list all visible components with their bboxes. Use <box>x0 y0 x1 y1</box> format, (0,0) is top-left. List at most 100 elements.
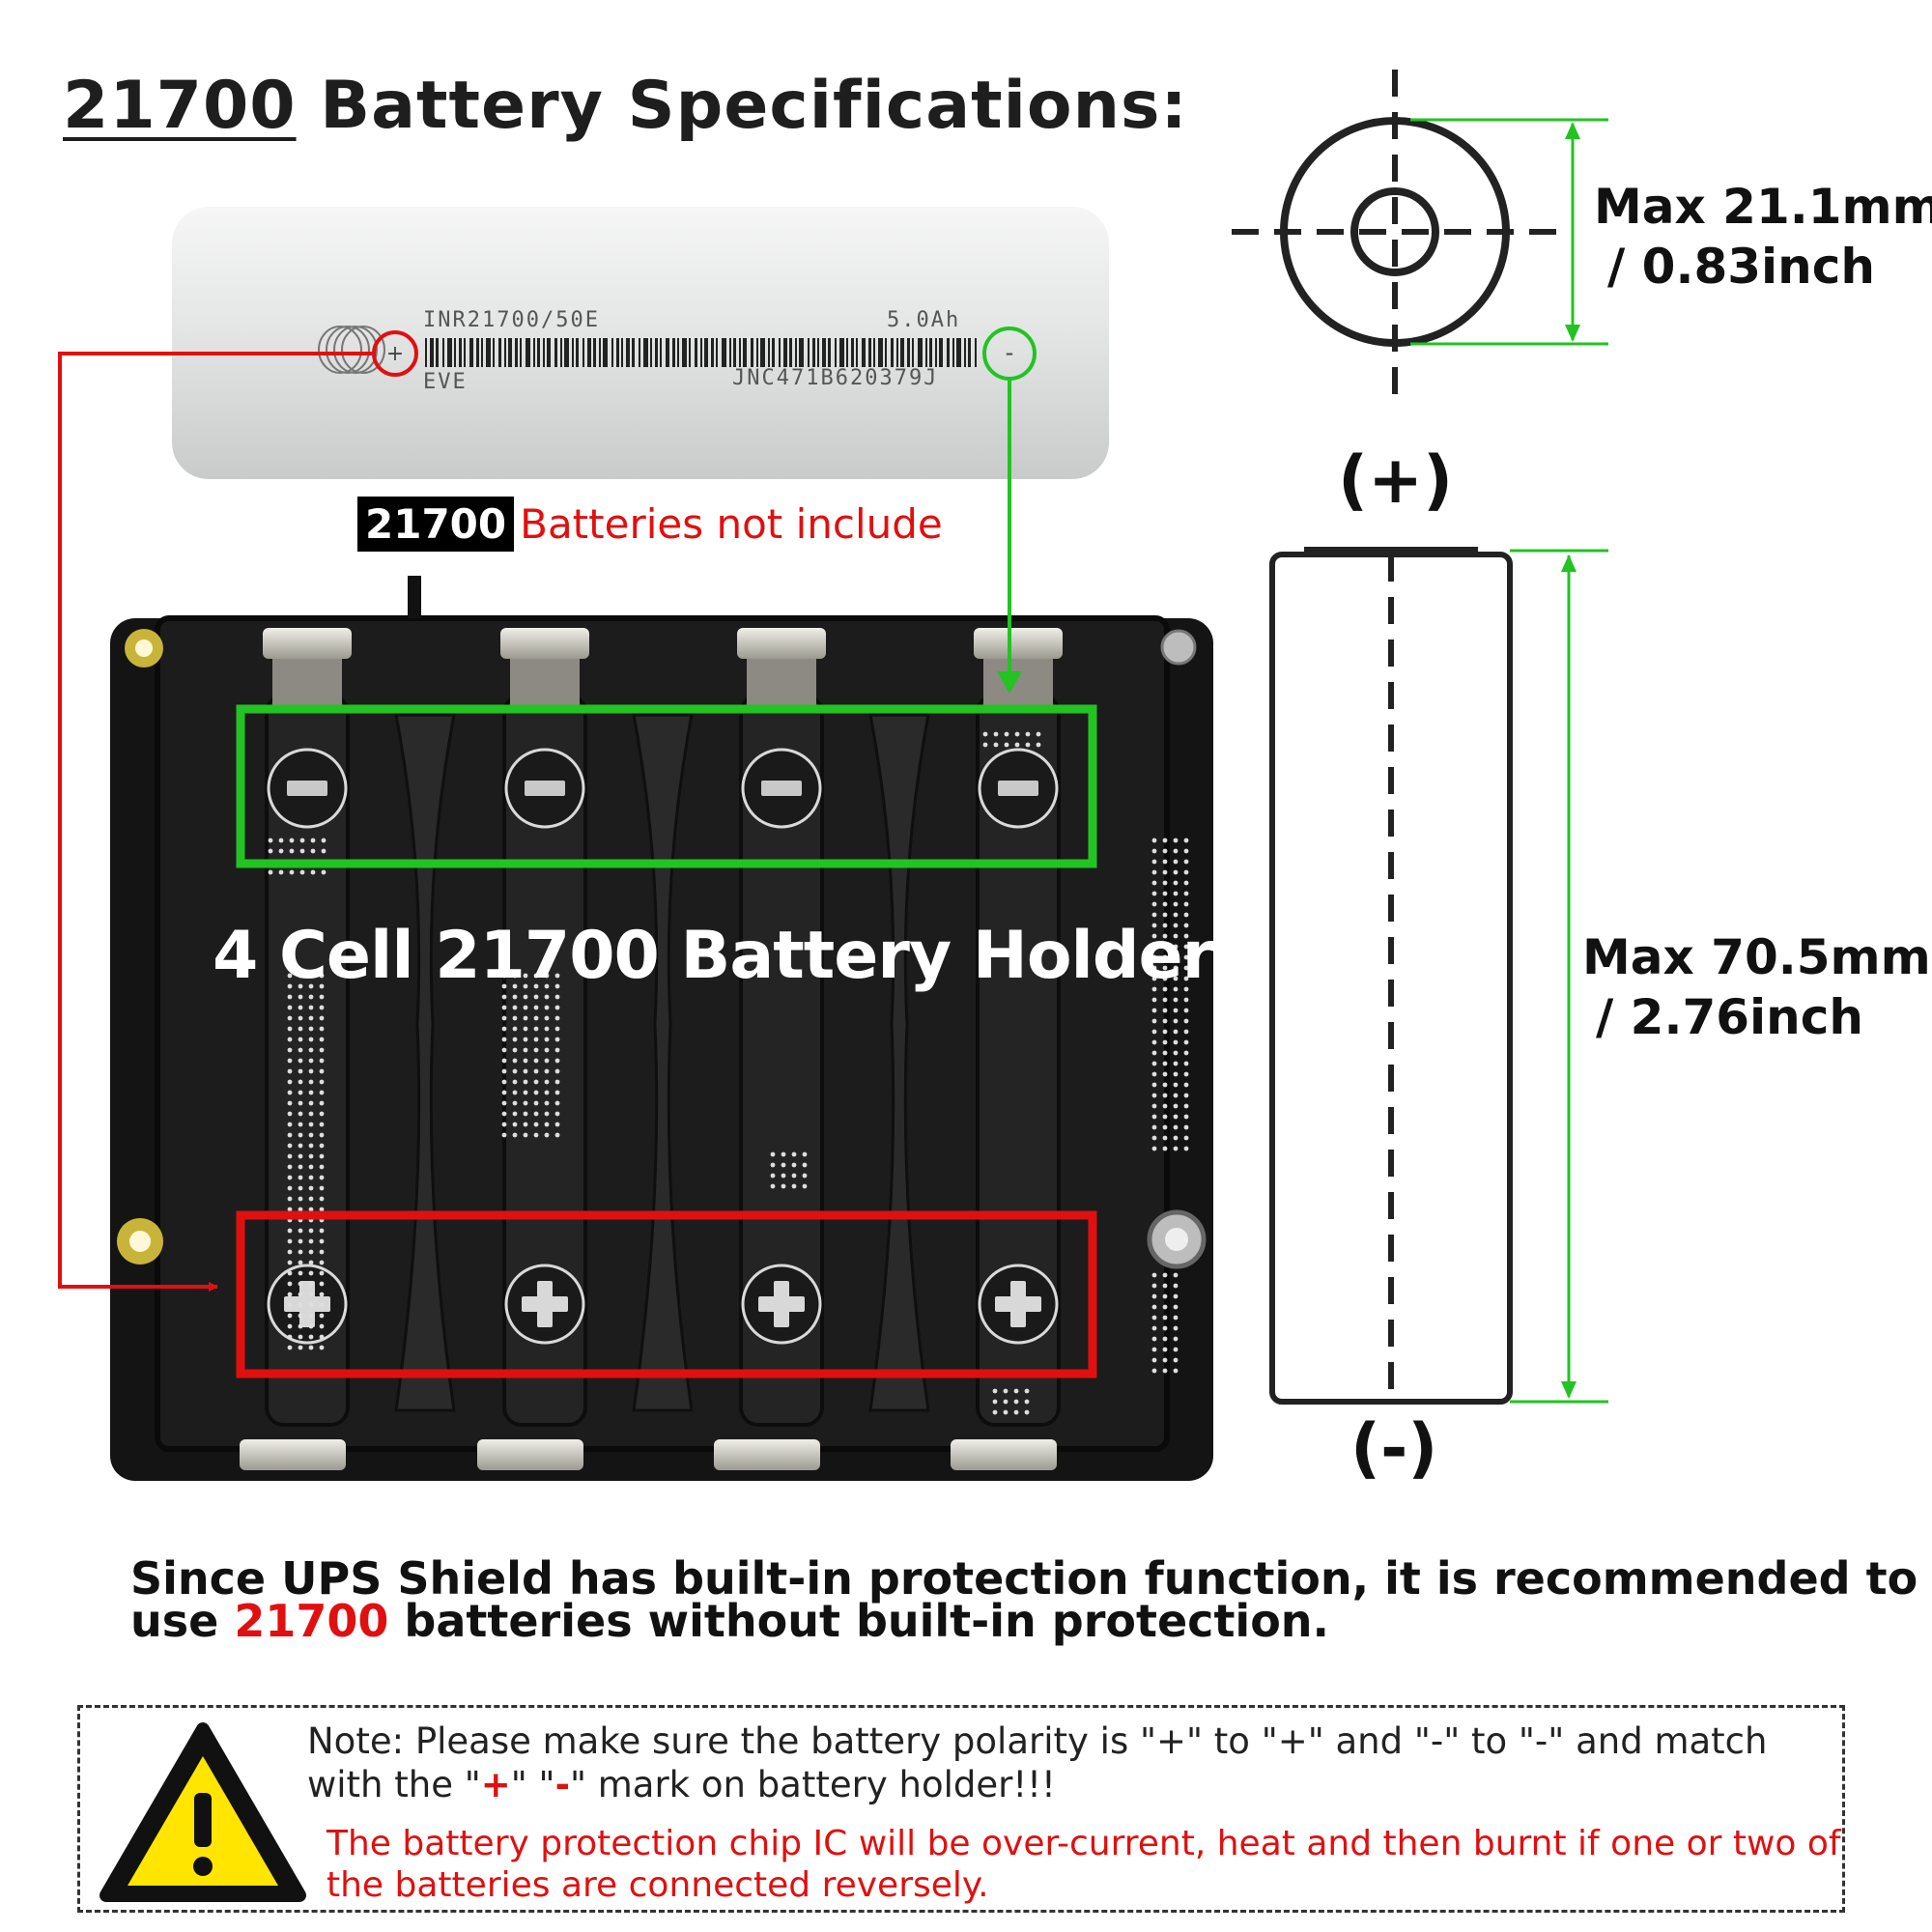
pcb-dot <box>544 973 550 979</box>
barcode-bar <box>885 338 887 367</box>
barcode-bar <box>639 338 640 367</box>
barcode-bar <box>739 338 741 367</box>
barcode-bar <box>912 338 914 367</box>
pcb-dot <box>299 869 305 875</box>
pcb-dot <box>523 983 528 989</box>
pcb-dot <box>308 1122 314 1127</box>
pcb-dot <box>512 1015 518 1021</box>
pcb-dot <box>287 1068 293 1074</box>
barcode-bar <box>839 338 844 367</box>
pcb-dot <box>1183 944 1189 950</box>
pcb-dot <box>512 1111 518 1117</box>
pcb-dot <box>501 1132 507 1138</box>
pcb-dot <box>1162 997 1168 1003</box>
bottom-contact <box>240 1439 346 1470</box>
pcb-dot <box>1151 1272 1157 1278</box>
barcode-bar <box>442 338 444 367</box>
pcb-dot <box>308 1323 314 1329</box>
barcode-bar <box>537 338 540 367</box>
polarity-plus-label: (+) <box>1338 442 1454 519</box>
pcb-dot <box>308 1058 314 1064</box>
pcb-dot <box>992 1399 998 1405</box>
barcode-bar <box>515 338 518 367</box>
pcb-dot <box>321 848 327 854</box>
pcb-dot <box>319 1313 325 1319</box>
pcb-dot <box>1162 1272 1168 1278</box>
barcode-bar <box>952 338 954 367</box>
pcb-dot <box>319 1015 325 1021</box>
pcb-dot <box>1151 848 1157 854</box>
pcb-dot <box>308 1196 314 1202</box>
pcb-dot <box>1173 1283 1179 1289</box>
pcb-dot <box>1162 848 1168 854</box>
power-switch <box>408 576 421 618</box>
pcb-dot <box>298 1345 303 1350</box>
pcb-dot <box>1151 869 1157 875</box>
pcb-dot <box>287 1079 293 1085</box>
pcb-dot <box>523 1079 528 1085</box>
cell-minus-symbol: - <box>1006 339 1014 366</box>
pcb-dot <box>1183 891 1189 896</box>
pcb-dot <box>1151 1336 1157 1342</box>
pcb-dot <box>523 1090 528 1095</box>
pcb-dot <box>319 1302 325 1308</box>
barcode-bar <box>817 338 819 367</box>
pcb-dot <box>319 1334 325 1340</box>
pcb-dot <box>533 1005 539 1010</box>
barcode-bar <box>498 338 501 367</box>
pcb-dot <box>287 1164 293 1170</box>
barcode-bar <box>722 338 726 367</box>
pcb-dot <box>1162 1146 1168 1151</box>
pcb-dot <box>1151 1008 1157 1013</box>
pcb-dot <box>1162 1050 1168 1056</box>
battery-cell: INR21700/50E 5.0Ah EVE JNC471B620379J + … <box>172 207 1109 479</box>
pcb-dot <box>501 1111 507 1117</box>
pcb-dot <box>1151 1325 1157 1331</box>
barcode-bar <box>632 338 635 367</box>
pcb-dot <box>1183 923 1189 928</box>
pcb-dot <box>1151 880 1157 886</box>
barcode-bar <box>964 338 966 367</box>
barcode-bar <box>947 338 950 367</box>
pcb-dot <box>1151 1071 1157 1077</box>
pcb-dot <box>308 1100 314 1106</box>
barcode-bar <box>508 338 512 367</box>
pcb-dot <box>308 1164 314 1170</box>
pcb-dot <box>298 1185 303 1191</box>
pcb-dot <box>1173 1146 1179 1151</box>
diameter-inch: / 0.83inch <box>1607 239 1876 295</box>
pcb-dot <box>1183 933 1189 939</box>
pcb-dot <box>770 1173 776 1179</box>
pcb-dot <box>321 869 327 875</box>
pcb-dot <box>1162 1315 1168 1321</box>
pcb-dot <box>308 1026 314 1032</box>
pcb-dot <box>319 1164 325 1170</box>
pcb-dot <box>512 1090 518 1095</box>
pcb-dot <box>1036 731 1041 737</box>
pcb-dot <box>319 1079 325 1085</box>
pcb-dot <box>308 1111 314 1117</box>
pcb-dot <box>523 1058 528 1064</box>
pcb-dot <box>501 1068 507 1074</box>
recommendation-line1: Since UPS Shield has built-in protection… <box>130 1552 1918 1605</box>
pcb-dot <box>533 1090 539 1095</box>
pcb-dot <box>1183 1103 1189 1109</box>
barcode-bar <box>599 338 601 367</box>
pcb-dot <box>1173 1293 1179 1299</box>
pcb-dot <box>523 994 528 1000</box>
barcode-bar <box>716 338 718 367</box>
pcb-dot <box>1151 859 1157 865</box>
pcb-dot <box>319 1037 325 1042</box>
pcb-dot <box>533 1079 539 1085</box>
pcb-dot <box>770 1162 776 1168</box>
pcb-dot <box>308 1270 314 1276</box>
plus-arrow <box>58 352 372 1292</box>
pcb-dot <box>319 983 325 989</box>
cell-logo-icon <box>318 326 385 374</box>
pcb-dot <box>308 1238 314 1244</box>
pcb-dot <box>554 983 560 989</box>
pcb-dot <box>533 994 539 1000</box>
top-contact-tab <box>510 659 580 713</box>
pcb-dot <box>1183 901 1189 907</box>
recommendation-text: Since UPS Shield has built-in protection… <box>130 1552 1918 1643</box>
